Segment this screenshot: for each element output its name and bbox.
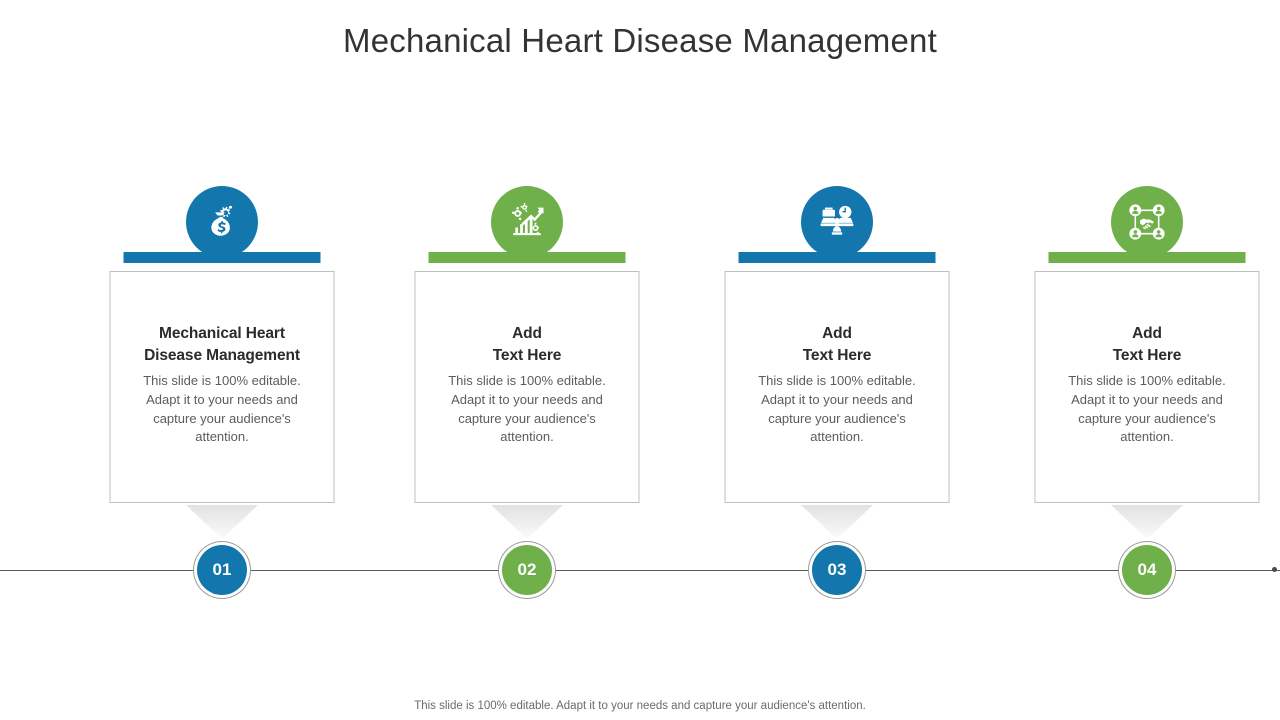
timeline-end-dot	[1272, 567, 1277, 572]
card-chevron	[491, 505, 563, 539]
info-card[interactable]: Add Text Here This slide is 100% editabl…	[724, 271, 950, 503]
card-column-2: Add Text Here This slide is 100% editabl…	[372, 0, 682, 720]
card-title: Add Text Here	[1112, 325, 1182, 365]
info-card[interactable]: Add Text Here This slide is 100% editabl…	[1034, 271, 1260, 503]
card-column-1: Mechanical Heart Disease Management This…	[67, 0, 377, 720]
card-chevron	[1111, 505, 1183, 539]
step-badge-label: 01	[212, 560, 232, 579]
card-body-text: This slide is 100% editable. Adapt it to…	[143, 372, 301, 445]
work-life-balance-scale-icon	[801, 186, 873, 258]
info-card[interactable]: Mechanical Heart Disease Management This…	[109, 271, 335, 503]
card-title: Add Text Here	[802, 325, 872, 365]
money-bag-gear-icon	[186, 186, 258, 258]
card-body-text: This slide is 100% editable. Adapt it to…	[1068, 372, 1226, 445]
step-badge-04[interactable]: 04	[1122, 545, 1172, 595]
step-badge-label: 03	[827, 560, 847, 579]
card-chevron	[801, 505, 873, 539]
card-body-text: This slide is 100% editable. Adapt it to…	[758, 372, 916, 445]
page-title: Mechanical Heart Disease Management	[343, 22, 937, 59]
growth-chart-gears-icon	[491, 186, 563, 258]
card-title: Mechanical Heart Disease Management	[144, 325, 300, 365]
card-body-text: This slide is 100% editable. Adapt it to…	[448, 372, 606, 445]
people-network-handshake-icon	[1111, 186, 1183, 258]
step-badge-02[interactable]: 02	[502, 545, 552, 595]
info-card[interactable]: Add Text Here This slide is 100% editabl…	[414, 271, 640, 503]
card-column-3: Add Text Here This slide is 100% editabl…	[682, 0, 992, 720]
footer-note: This slide is 100% editable. Adapt it to…	[414, 700, 866, 712]
card-column-4: Add Text Here This slide is 100% editabl…	[992, 0, 1280, 720]
card-chevron	[186, 505, 258, 539]
step-badge-01[interactable]: 01	[197, 545, 247, 595]
step-badge-label: 04	[1137, 560, 1157, 579]
step-badge-03[interactable]: 03	[812, 545, 862, 595]
card-title: Add Text Here	[492, 325, 562, 365]
step-badge-label: 02	[517, 560, 537, 579]
timeline-axis	[0, 570, 1280, 571]
